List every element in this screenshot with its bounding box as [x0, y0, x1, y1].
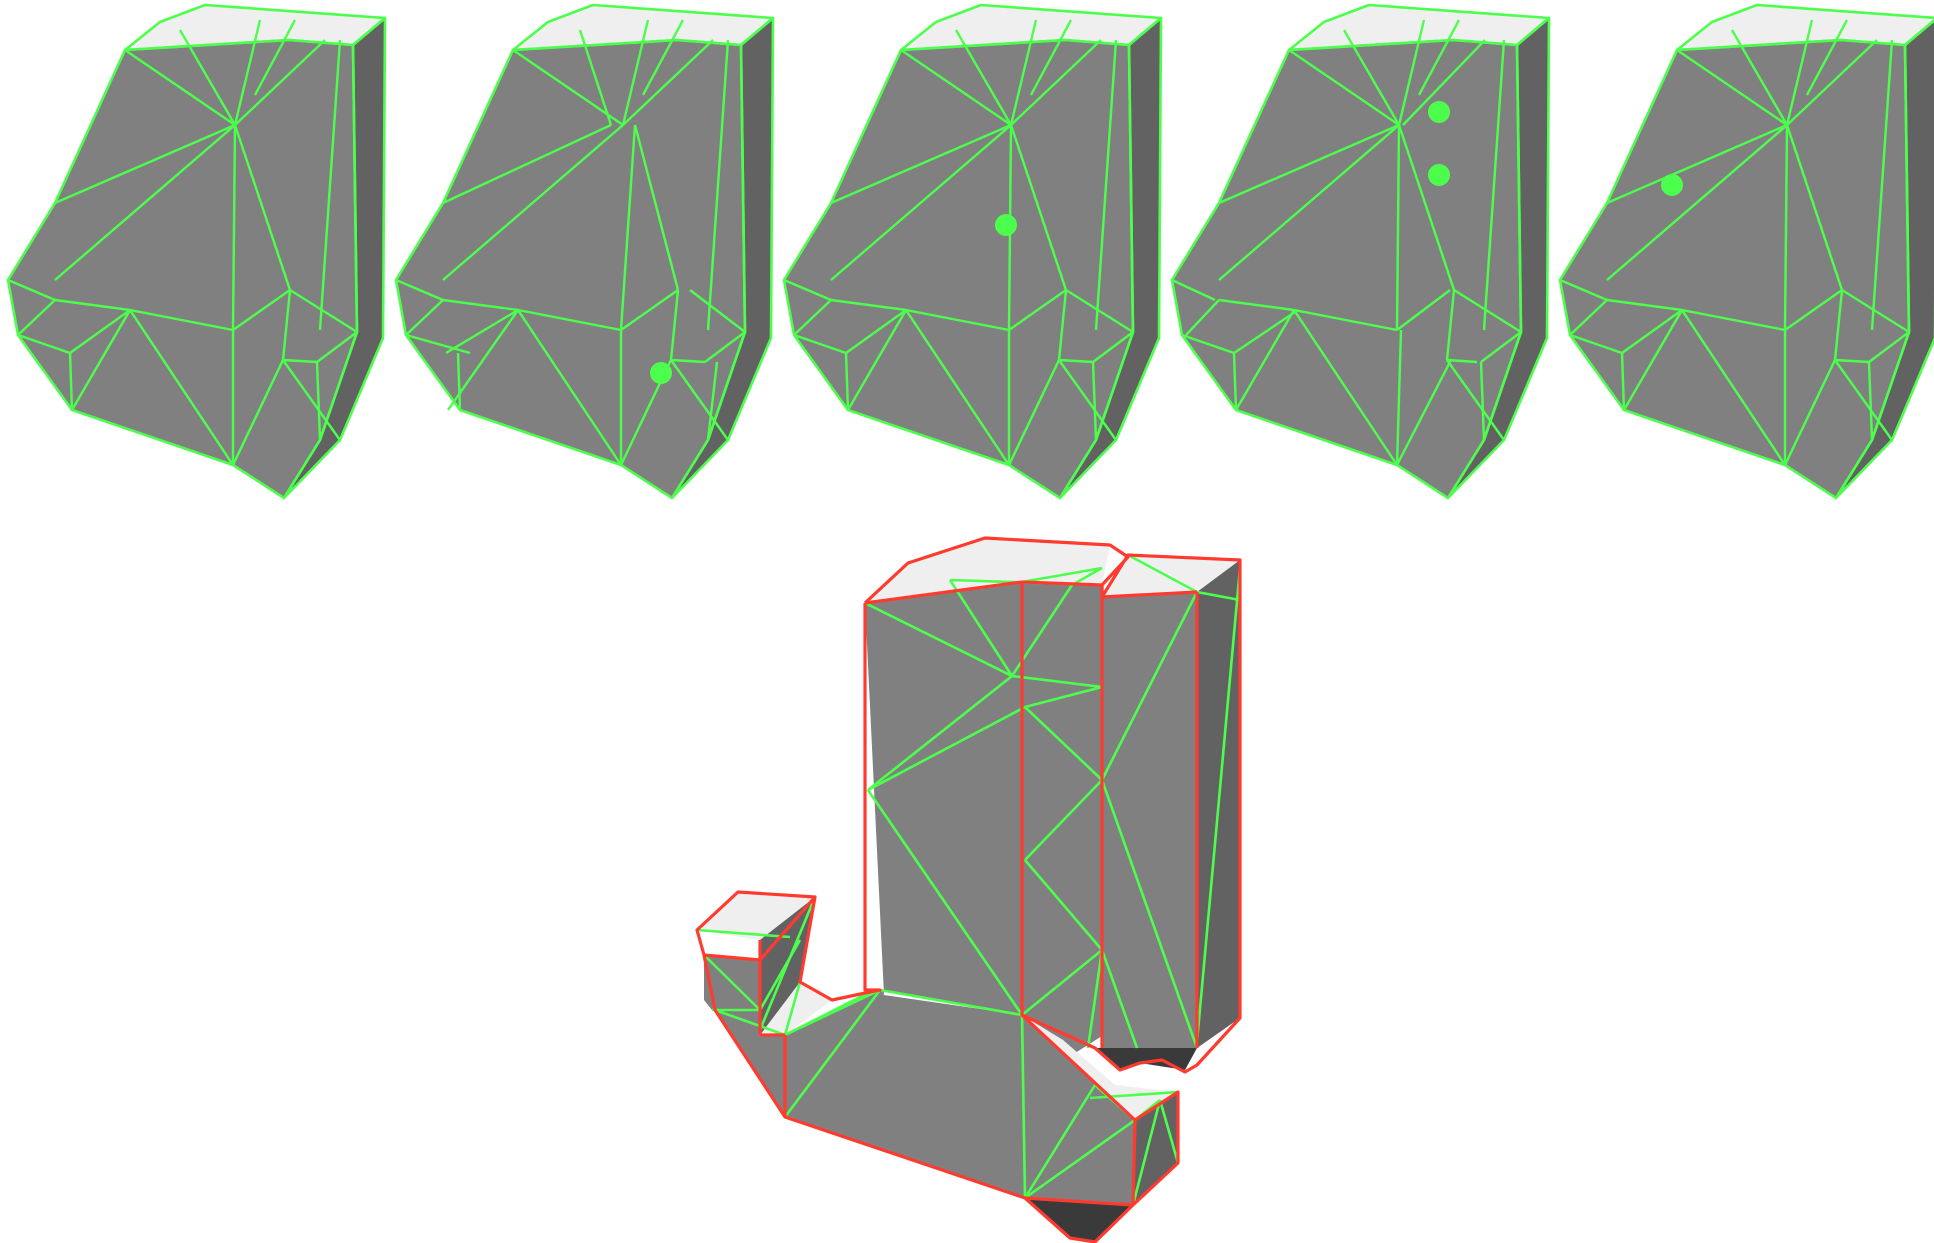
- hull-front-face: [396, 40, 745, 498]
- hull-panel-1: [8, 5, 385, 498]
- hull-panel-2: [396, 5, 773, 498]
- highlighted-vertex: [1428, 101, 1450, 123]
- j-bottom-face: [1095, 1048, 1197, 1070]
- hull-front-face: [784, 40, 1133, 498]
- highlighted-vertex: [650, 362, 672, 384]
- highlighted-vertex: [1661, 174, 1683, 196]
- convex-hull-row: [8, 5, 1934, 498]
- hull-panel-5: [1560, 5, 1934, 498]
- outline-edge: [1133, 1120, 1135, 1205]
- highlighted-vertex: [995, 214, 1017, 236]
- j-shaped-mesh: [697, 538, 1240, 1242]
- hull-panel-4: [1172, 5, 1549, 498]
- hull-front-face: [1560, 40, 1909, 498]
- highlighted-vertex: [1428, 164, 1450, 186]
- hull-front-face: [8, 40, 357, 498]
- hull-front-face: [1172, 40, 1521, 498]
- hull-panel-3: [784, 5, 1161, 498]
